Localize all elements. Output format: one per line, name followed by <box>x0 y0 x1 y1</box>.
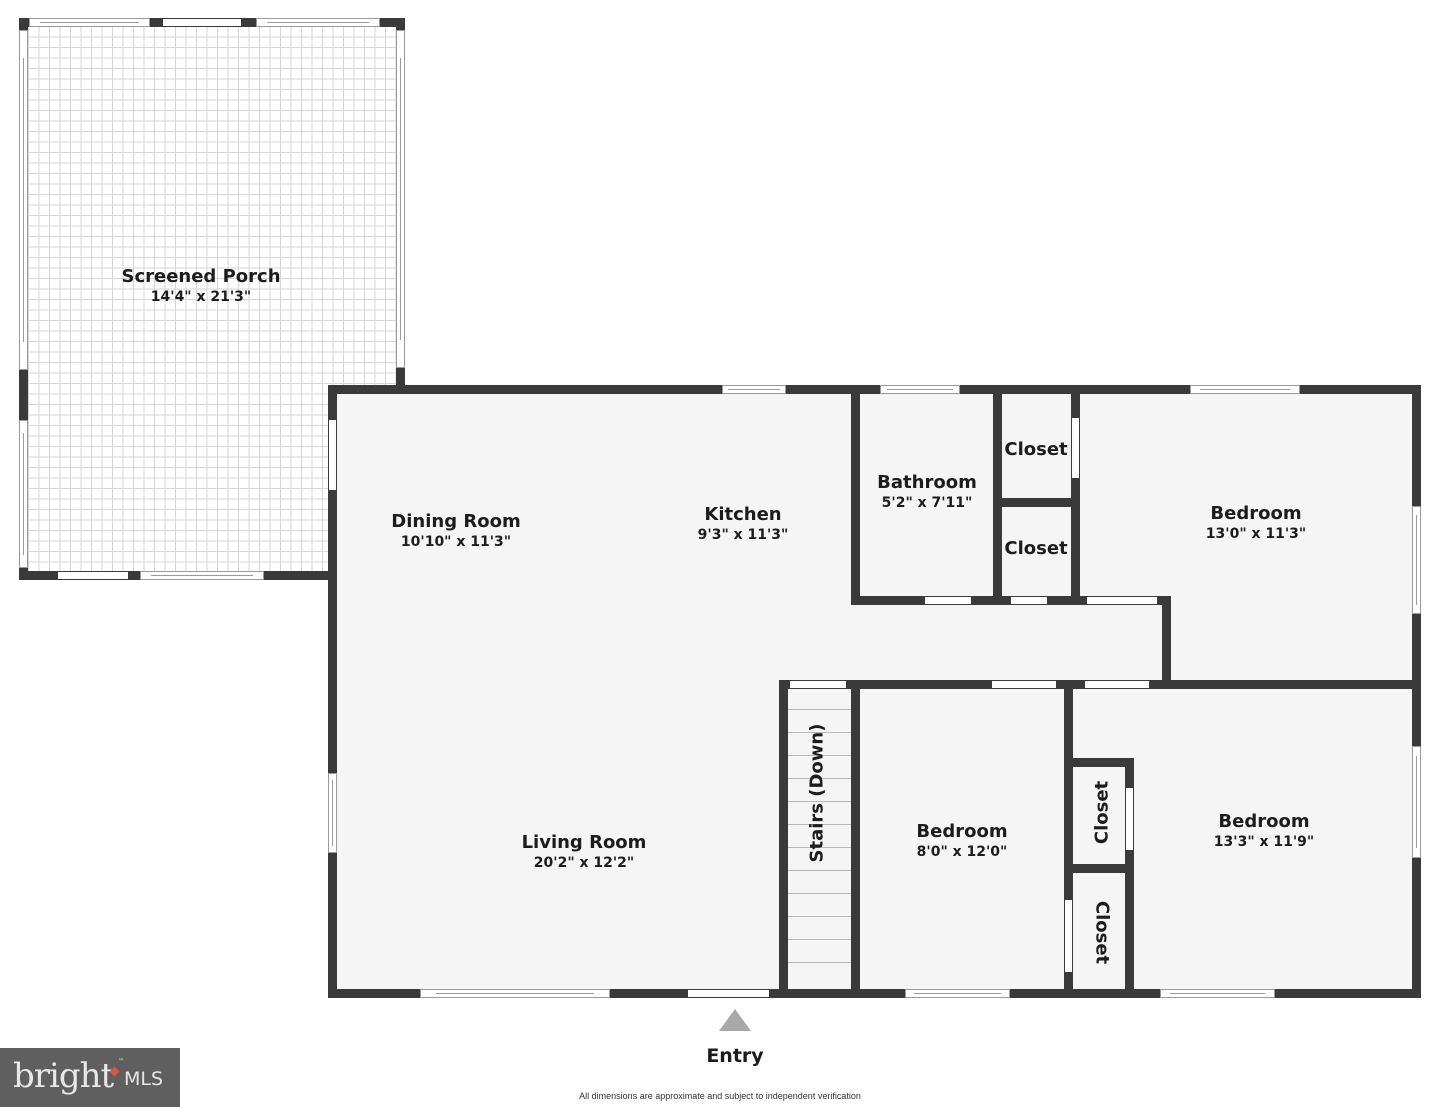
exterior-wall-left <box>328 385 337 998</box>
room-name: Bedroom <box>1210 503 1302 524</box>
porch-door[interactable] <box>163 19 241 26</box>
bedroom-window <box>1190 385 1300 394</box>
logo-brand: bright <box>13 1056 114 1096</box>
bedroom-door[interactable] <box>1087 597 1157 604</box>
exterior-wall-top <box>328 385 1421 394</box>
room-label-bedroom: Bedroom 8'0" x 12'0" <box>916 821 1007 861</box>
porch-window <box>29 18 150 27</box>
bedroom-window <box>1412 746 1421 858</box>
stairs-treads <box>788 689 851 989</box>
porch-window <box>256 18 380 27</box>
porch-window <box>19 420 28 568</box>
bright-mls-logo: bright ™ MLS <box>0 1048 180 1107</box>
bathroom-door[interactable] <box>925 597 971 604</box>
room-name: Dining Room <box>391 511 521 532</box>
closet-door[interactable] <box>1072 418 1079 478</box>
room-name: Bedroom <box>1218 811 1310 832</box>
bathroom-window <box>880 385 960 394</box>
exterior-wall-bottom <box>328 989 1421 998</box>
porch-window <box>140 571 264 580</box>
room-dimensions: 20'2" x 12'2" <box>533 855 635 871</box>
bedroom-window <box>1412 506 1421 614</box>
closet-door[interactable] <box>1011 597 1047 604</box>
room-label-living-room: Living Room 20'2" x 12'2" <box>522 832 647 872</box>
room-name: Living Room <box>521 832 647 853</box>
room-name: Kitchen <box>704 504 782 525</box>
closet-door[interactable] <box>1065 900 1072 972</box>
room-label-closet: Closet <box>1091 900 1113 965</box>
entry-arrow-icon <box>719 1009 751 1031</box>
bedroom-window <box>1160 989 1275 998</box>
room-label-bedroom: Bedroom 13'3" x 11'9" <box>1214 811 1314 851</box>
closet-wall-right <box>1071 385 1080 605</box>
dining-porch-door[interactable] <box>329 420 336 490</box>
room-name: Bedroom <box>916 821 1008 842</box>
kitchen-window <box>722 385 786 394</box>
porch-window <box>19 30 28 370</box>
living-room-window <box>328 773 337 853</box>
closet-door[interactable] <box>1126 788 1133 850</box>
stairs-opening[interactable] <box>790 681 846 688</box>
closet-middle <box>1064 864 1134 873</box>
logo-trademark: ™ <box>118 1058 124 1065</box>
room-label-closet: Closet <box>1091 780 1113 845</box>
room-label-bathroom: Bathroom 5'2" x 7'11" <box>877 472 977 512</box>
room-name: Bathroom <box>877 472 977 493</box>
room-name: Closet <box>1004 538 1068 559</box>
room-label-kitchen: Kitchen 9'3" x 11'3" <box>698 504 789 544</box>
bedroom-door[interactable] <box>992 681 1056 688</box>
closet-top <box>1064 758 1134 767</box>
room-label-closet: Closet <box>1004 439 1067 461</box>
living-room-window <box>420 989 610 998</box>
porch-window <box>396 30 405 368</box>
screened-porch-floor <box>28 26 398 574</box>
room-dimensions: 13'0" x 11'3" <box>1205 526 1307 542</box>
room-dimensions: 8'0" x 12'0" <box>916 844 1008 860</box>
room-dimensions: 14'4" x 21'3" <box>150 289 252 305</box>
disclaimer-text: All dimensions are approximate and subje… <box>579 1091 861 1101</box>
bathroom-wall-right <box>993 385 1002 605</box>
room-dimensions: 13'3" x 11'9" <box>1213 834 1315 850</box>
porch-door[interactable] <box>58 572 128 579</box>
stairs-wall-right <box>851 680 860 998</box>
bedroom-door[interactable] <box>1085 681 1149 688</box>
room-dimensions: 10'10" x 11'3" <box>400 534 512 550</box>
bedroom-window <box>905 989 1010 998</box>
entry-label: Entry <box>706 1045 764 1067</box>
room-label-screened-porch: Screened Porch 14'4" x 21'3" <box>121 266 280 306</box>
main-floor <box>336 393 1413 990</box>
closet-right <box>1125 758 1134 998</box>
room-name: Screened Porch <box>121 266 281 287</box>
exterior-wall-right <box>1412 385 1421 998</box>
logo-suffix: MLS <box>124 1068 164 1090</box>
bedroom-wall-divider <box>1064 680 1073 998</box>
room-label-closet: Closet <box>1004 538 1067 560</box>
room-dimensions: 5'2" x 7'11" <box>881 495 973 511</box>
room-label-stairs: Stairs (Down) <box>806 723 828 863</box>
room-name: Closet <box>1004 439 1068 460</box>
room-label-dining-room: Dining Room 10'10" x 11'3" <box>391 511 520 551</box>
room-label-bedroom: Bedroom 13'0" x 11'3" <box>1206 503 1306 543</box>
entry-door[interactable] <box>688 990 769 997</box>
room-dimensions: 9'3" x 11'3" <box>697 527 789 543</box>
hall-wall-vertical <box>1162 596 1171 689</box>
closet-divider <box>993 498 1079 507</box>
stairs-wall-left <box>779 680 788 998</box>
bathroom-wall-left <box>851 385 860 605</box>
